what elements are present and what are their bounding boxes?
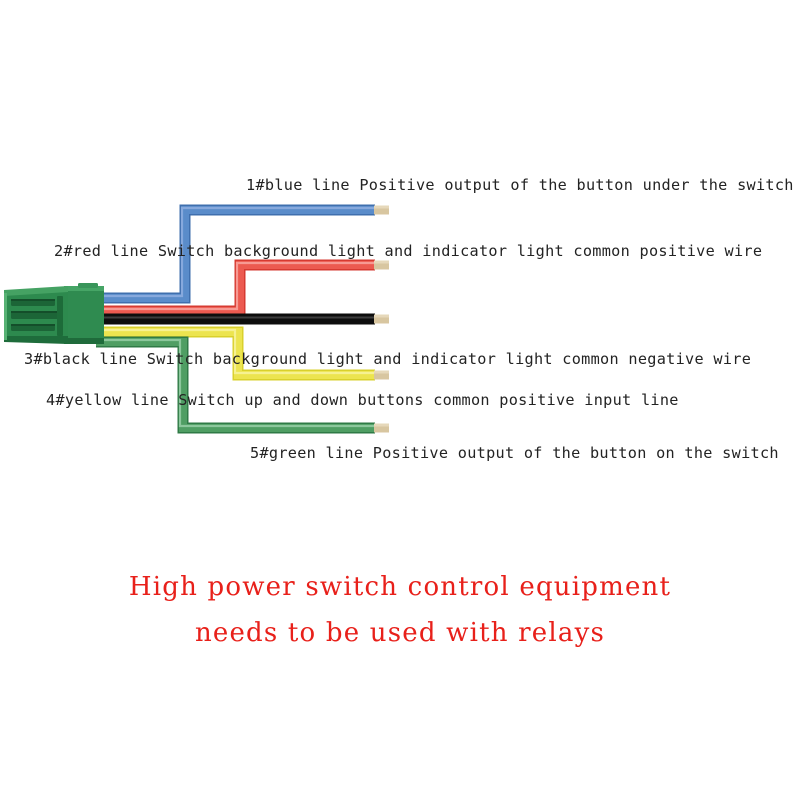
connector-rib — [57, 296, 63, 336]
wire-label-5-green: 5#green line Positive output of the butt… — [250, 444, 779, 462]
connector-lock-tab — [78, 283, 98, 288]
wire-label-4-yellow: 4#yellow line Switch up and down buttons… — [46, 391, 679, 409]
wire-label-2-red: 2#red line Switch background light and i… — [54, 242, 763, 260]
connector-housing — [4, 283, 104, 344]
wire-label-1-blue: 1#blue line Positive output of the butto… — [246, 176, 794, 194]
wire-red — [96, 259, 389, 317]
usage-notice-line-1: High power switch control equipment — [128, 572, 672, 602]
wire-black — [96, 313, 389, 325]
usage-notice-line-2: needs to be used with relays — [194, 618, 606, 648]
wire-yellow-terminal-tip — [374, 370, 389, 380]
wire-green-terminal-tip — [374, 423, 389, 433]
wire-black-terminal-tip — [374, 314, 389, 324]
wire-blue-terminal-tip — [374, 205, 389, 215]
wire-blue — [96, 204, 389, 304]
wire-label-3-black: 3#black line Switch background light and… — [24, 350, 752, 368]
wire-yellow — [96, 326, 389, 381]
wire-green — [96, 336, 389, 434]
wire-red-terminal-tip — [374, 260, 389, 270]
usage-notice: High power switch control equipment need… — [0, 572, 800, 648]
